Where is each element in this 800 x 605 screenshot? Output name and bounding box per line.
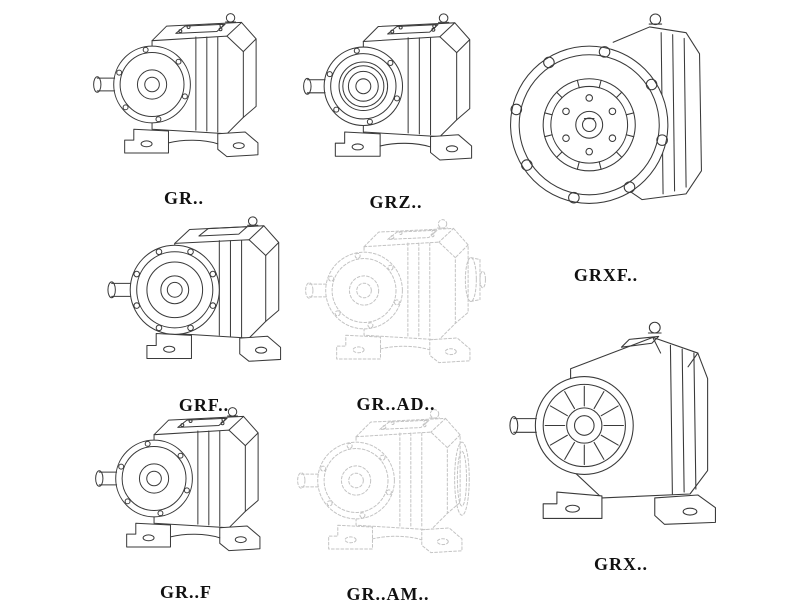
figure-gr: GR.. bbox=[88, 6, 280, 209]
figure-grz: GRZ.. bbox=[298, 6, 494, 213]
model-label-grz: GRZ.. bbox=[369, 192, 423, 212]
gearbox-drawing-grz bbox=[298, 6, 494, 188]
gearbox-drawing-grad-ghost bbox=[300, 212, 486, 390]
gearbox-drawing-grff bbox=[90, 400, 282, 578]
model-label-grxf: GRXF.. bbox=[573, 265, 639, 285]
model-label-grf: GRF.. bbox=[178, 395, 230, 415]
figure-grf: GRF.. bbox=[104, 210, 304, 416]
gearbox-drawing-grf bbox=[104, 210, 304, 391]
model-label-grff: GR..F bbox=[160, 582, 212, 602]
figure-grad: GR..AD.. bbox=[300, 212, 492, 415]
model-label-grad: GR..AD.. bbox=[356, 394, 436, 414]
model-label-gr: GR.. bbox=[164, 188, 204, 208]
gearbox-drawing-grxf bbox=[498, 2, 714, 261]
gearbox-drawing-gram-ghost bbox=[292, 402, 470, 580]
figure-grff: GR..F bbox=[90, 400, 282, 603]
model-label-gram: GR..AM.. bbox=[346, 584, 430, 604]
gearbox-drawing-grx bbox=[506, 310, 736, 540]
figure-gram: GR..AM.. bbox=[292, 402, 484, 605]
figure-grx: GRX.. bbox=[506, 310, 736, 575]
figure-grxf: GRXF.. bbox=[498, 2, 714, 286]
model-label-grx: GRX.. bbox=[594, 554, 648, 574]
gearbox-drawing-gr bbox=[88, 6, 280, 184]
